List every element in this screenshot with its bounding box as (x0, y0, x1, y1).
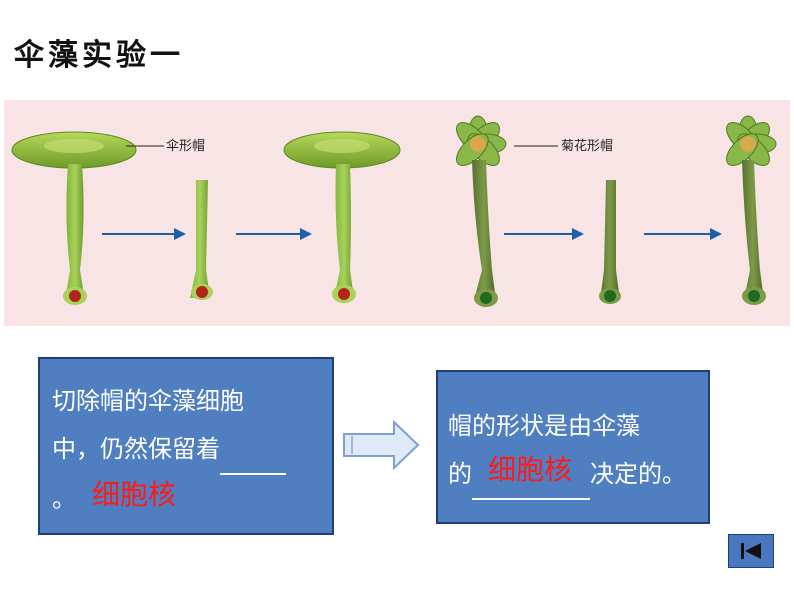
cut-stem-2 (599, 180, 621, 304)
umbrella-plant-1 (11, 131, 137, 305)
chrysanthemum-plant-2 (726, 115, 777, 305)
box-left-line1: 切除帽的伞藻细胞 (52, 387, 244, 415)
fill-blank-right (472, 450, 590, 500)
question-box-right: 帽的形状是由伞藻 的 决定的。 细胞核 (436, 370, 710, 524)
box-left-line3: 。 (52, 485, 76, 513)
umbrella-cap-label: 伞形帽 (166, 138, 205, 154)
answer-right: 细胞核 (488, 453, 573, 486)
fill-blank-left (220, 425, 286, 475)
arrow-2 (236, 228, 312, 240)
question-box-left: 切除帽的伞藻细胞 中，仍然保留着 。 细胞核 (38, 357, 334, 535)
skip-back-icon (741, 543, 761, 559)
box-left-line2-wrap: 中，仍然保留着 (52, 425, 332, 475)
right-arrow-icon (343, 420, 420, 470)
answer-left: 细胞核 (92, 478, 177, 511)
box-right-line1: 帽的形状是由伞藻 (448, 412, 640, 440)
box-right-line2-wrap: 的 决定的。 (448, 450, 708, 500)
box-right-line2-prefix: 的 (448, 460, 472, 488)
cut-stem-1 (190, 180, 213, 300)
umbrella-plant-2 (283, 131, 401, 303)
slide-title: 伞藻实验一 (14, 38, 184, 73)
arrow-3 (504, 228, 584, 240)
back-nav-button[interactable] (728, 534, 774, 568)
arrow-1 (102, 228, 186, 240)
box-right-line2-suffix: 决定的。 (590, 460, 686, 488)
arrow-4 (644, 228, 722, 240)
acetabularia-diagram: 伞形帽 菊花形帽 (11, 115, 777, 307)
chrysanthemum-cap-label: 菊花形帽 (561, 138, 613, 154)
box-left-line2: 中，仍然保留着 (52, 435, 220, 463)
chrysanthemum-plant-1 (456, 115, 507, 307)
experiment-figure: 伞形帽 菊花形帽 (4, 100, 790, 326)
